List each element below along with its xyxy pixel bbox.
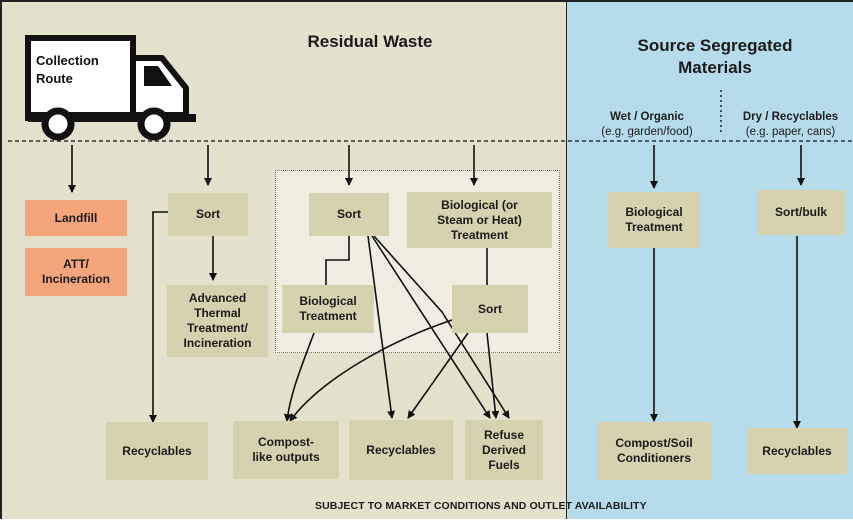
truck-label: Collection Route: [36, 53, 99, 86]
att-incineration-box: ATT/ Incineration: [25, 248, 127, 296]
refuse-derived-fuels-box: Refuse Derived Fuels: [465, 420, 543, 480]
sort-box-1: Sort: [168, 193, 248, 236]
dry-recyclables-label: Dry / Recyclables(e.g. paper, cans): [742, 111, 839, 138]
biological-treatment-box-1: Biological Treatment: [282, 285, 374, 333]
recyclables-box-3: Recyclables: [747, 428, 847, 474]
recyclables-box-2: Recyclables: [349, 420, 453, 480]
sort-bulk-box: Sort/bulk: [757, 190, 845, 235]
recyclables-box-1: Recyclables: [106, 422, 208, 480]
sort-box-2: Sort: [309, 193, 389, 236]
source-segregated-title: Source Segregated Materials: [637, 36, 793, 77]
compost-soil-box: Compost/Soil Conditioners: [597, 422, 711, 480]
sort-box-3: Sort: [452, 285, 528, 333]
market-conditions-note: SUBJECT TO MARKET CONDITIONS AND OUTLET …: [315, 500, 647, 512]
biological-treatment-box-2: Biological Treatment: [608, 192, 700, 248]
wet-organic-label: Wet / Organic(e.g. garden/food): [601, 111, 693, 138]
compost-like-outputs-box: Compost- like outputs: [233, 421, 339, 479]
biological-steam-heat-box: Biological (or Steam or Heat) Treatment: [407, 192, 552, 248]
advanced-thermal-box: Advanced Thermal Treatment/ Incineration: [167, 285, 268, 357]
residual-waste-title: Residual Waste: [307, 32, 433, 51]
landfill-box: Landfill: [25, 200, 127, 236]
